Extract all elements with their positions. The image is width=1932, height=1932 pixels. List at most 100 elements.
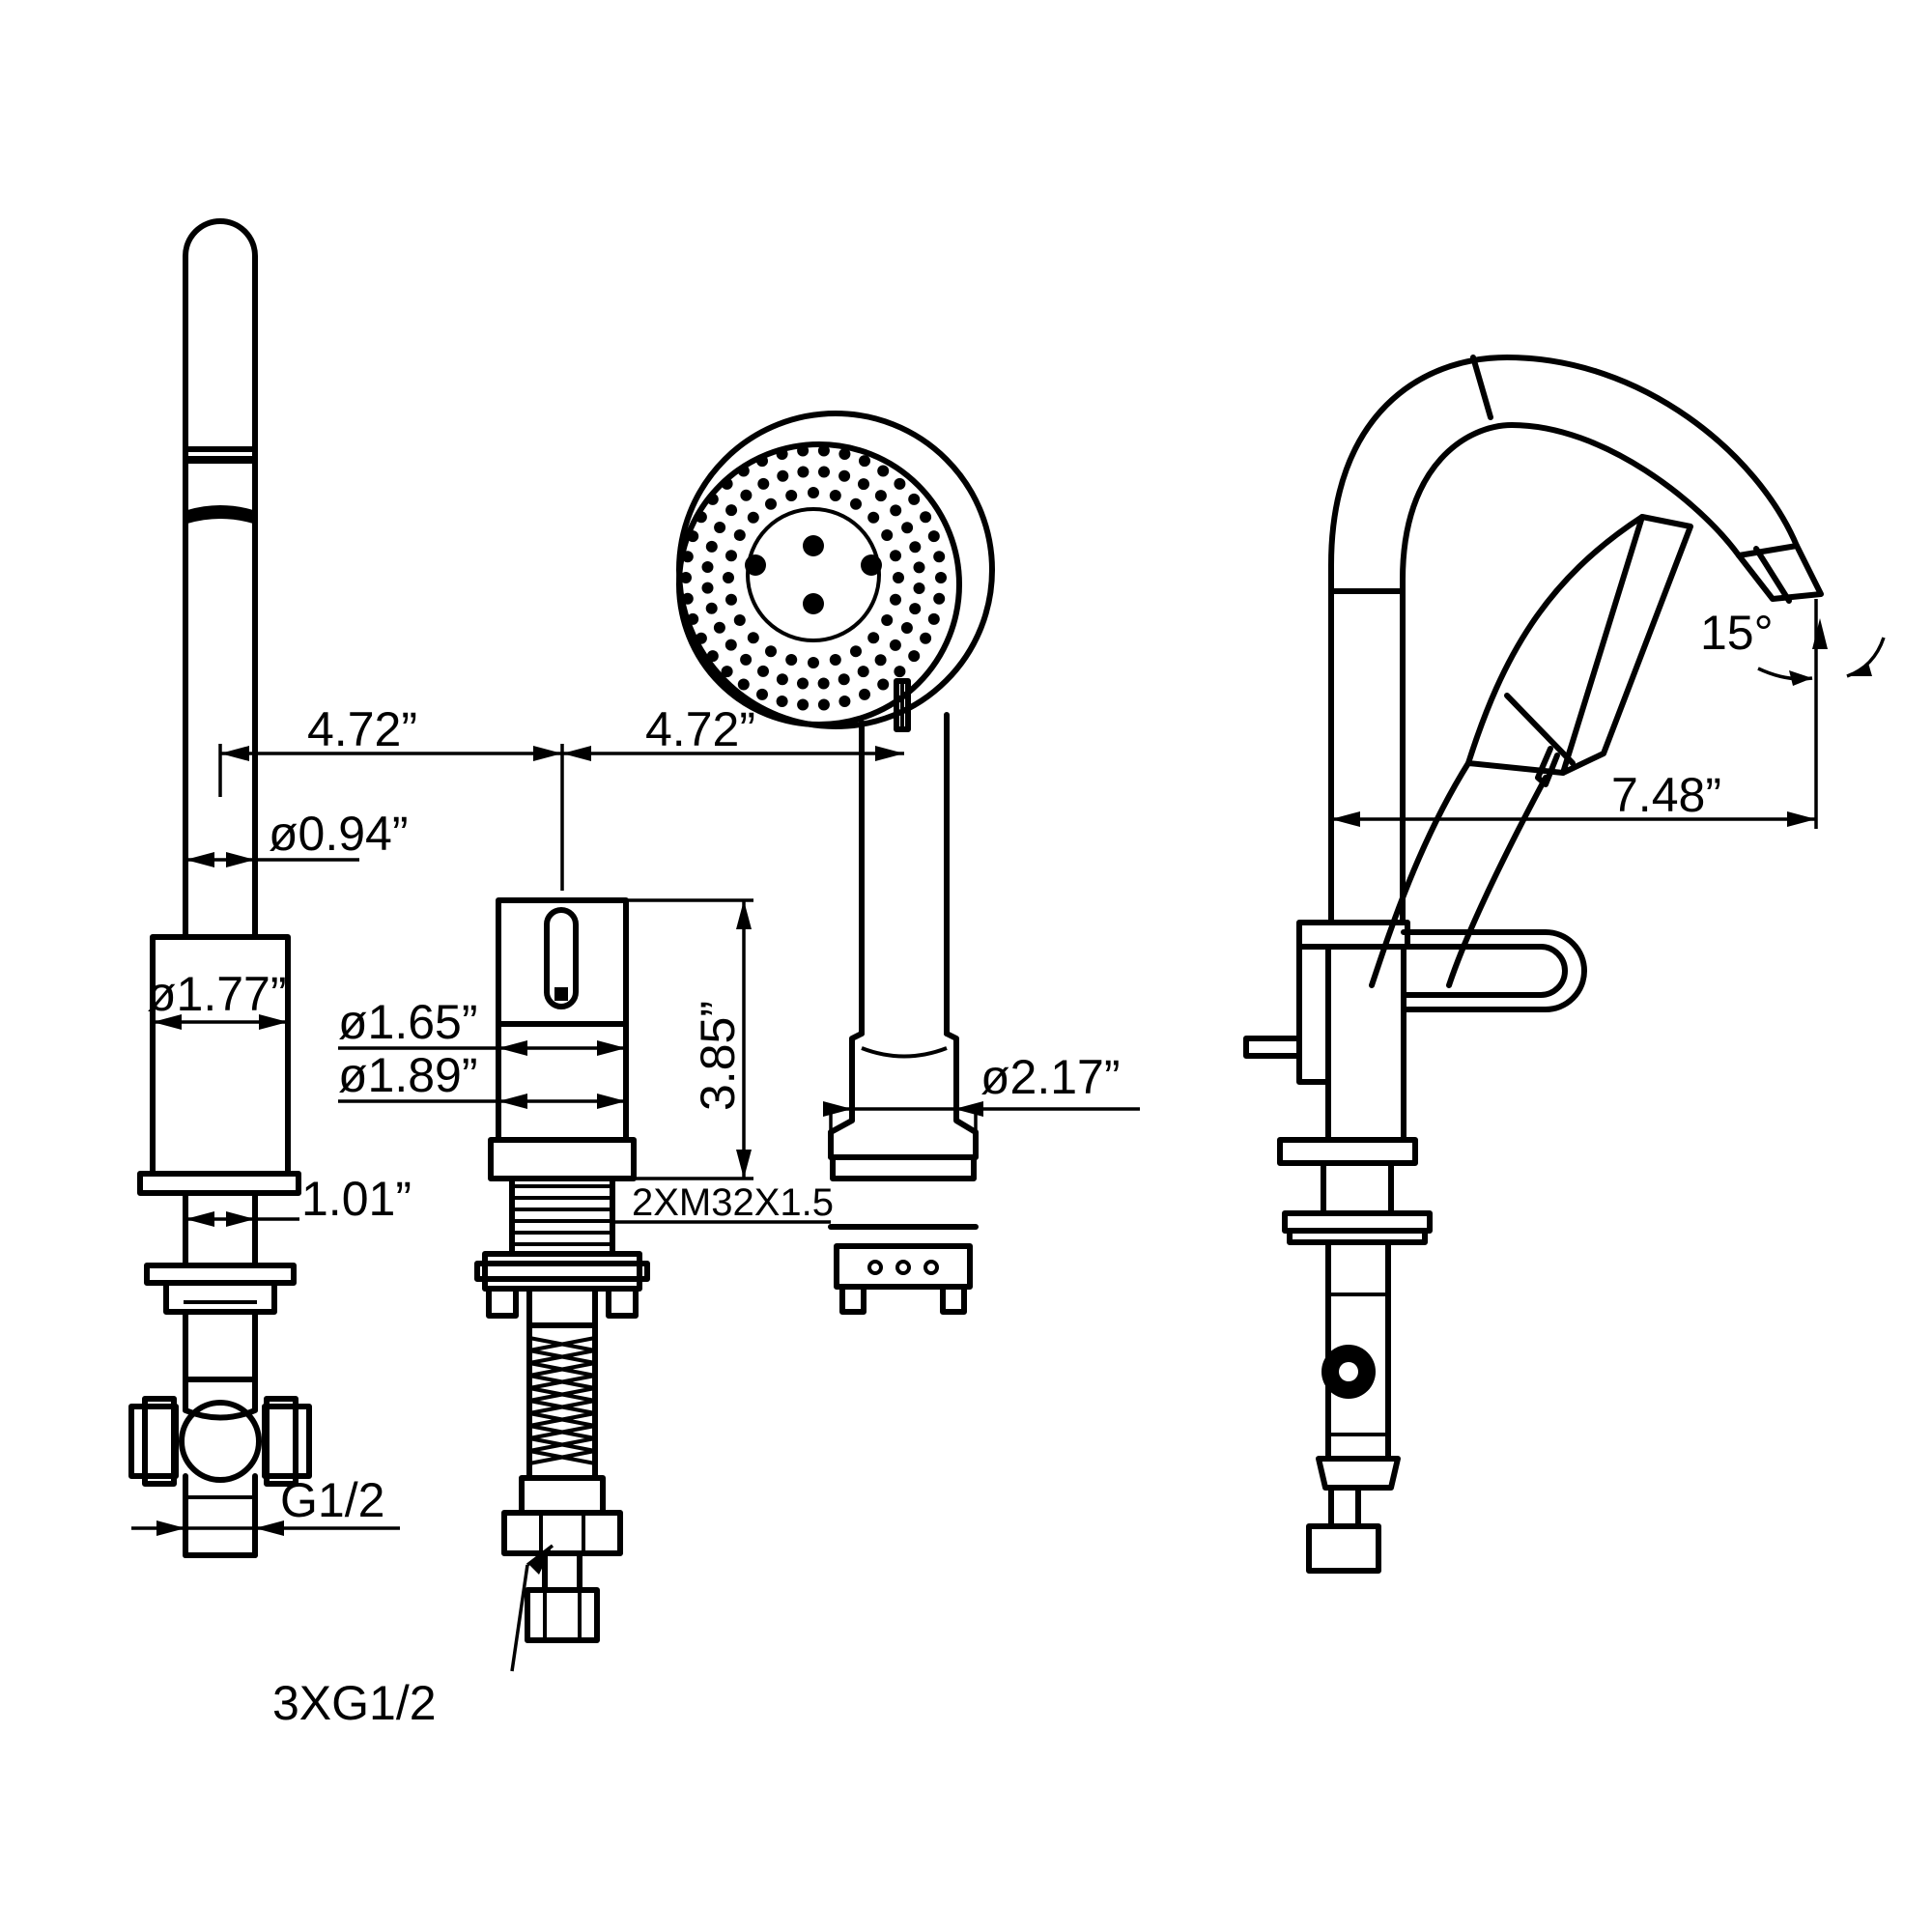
- spray-hole: [776, 448, 788, 460]
- spray-hole: [850, 497, 862, 510]
- spray-hole: [913, 561, 925, 574]
- spray-hole: [935, 572, 947, 583]
- spray-hole: [890, 593, 901, 606]
- spray-hole: [757, 665, 769, 677]
- spray-hole: [920, 511, 932, 524]
- spray-hole: [867, 511, 880, 524]
- label-thread-spec: 2XM32X1.5: [632, 1181, 834, 1224]
- spray-hole: [756, 455, 768, 468]
- spray-hole: [909, 541, 922, 554]
- spray-hole: [874, 490, 887, 502]
- spray-hole: [777, 469, 789, 482]
- label-holder-diameter: ø2.17”: [980, 1050, 1121, 1104]
- spray-hole: [714, 522, 726, 533]
- label-reach: 7.48”: [1611, 768, 1721, 822]
- spray-hole: [817, 698, 830, 711]
- spray-hole: [808, 657, 819, 668]
- spray-hole: [776, 696, 788, 707]
- spray-hole: [681, 592, 694, 605]
- spray-hole: [850, 645, 862, 658]
- spray-hole: [797, 444, 810, 457]
- label-tilt-angle: 15°: [1700, 606, 1774, 660]
- spray-hole: [740, 489, 753, 501]
- spray-hole: [797, 698, 810, 711]
- label-base-diameter-left: ø1.77”: [147, 967, 287, 1021]
- spray-hole: [900, 622, 913, 634]
- spray-hole: [908, 650, 921, 663]
- spray-hole: [705, 540, 718, 553]
- spray-hole: [859, 455, 870, 468]
- spray-hole: [701, 582, 714, 594]
- spray-hole: [785, 654, 798, 666]
- spray-hole: [687, 612, 699, 625]
- label-base-height-left: 1.01”: [301, 1172, 412, 1226]
- spray-hole: [713, 621, 725, 634]
- handle-valve-view: [474, 897, 650, 1643]
- spray-hole: [737, 465, 750, 477]
- spray-hole: [877, 678, 890, 691]
- spray-hole: [765, 645, 777, 658]
- spray-hole: [894, 666, 906, 678]
- spray-hole: [721, 666, 733, 678]
- spray-hole: [909, 603, 922, 615]
- spray-hole: [901, 522, 914, 534]
- spray-hole: [687, 530, 699, 543]
- spray-hole: [785, 490, 798, 501]
- spray-hole: [724, 639, 737, 651]
- spray-hole: [725, 593, 737, 606]
- spray-hole: [765, 497, 777, 510]
- label-handle-height: 3.85”: [691, 1001, 745, 1111]
- spray-hole: [913, 582, 925, 594]
- label-spout-diameter: ø0.94”: [269, 807, 409, 861]
- spray-hole: [933, 592, 946, 605]
- spray-hole: [737, 678, 750, 691]
- spray-hole: [721, 477, 733, 490]
- spray-hole: [797, 677, 809, 690]
- spray-hole: [725, 504, 738, 517]
- spray-hole: [838, 469, 851, 482]
- spray-hole: [747, 632, 759, 644]
- spray-hole: [908, 493, 921, 505]
- spray-hole: [680, 572, 692, 583]
- label-handle-diameter-1: ø1.65”: [338, 995, 478, 1049]
- spray-hole: [890, 504, 902, 517]
- spray-hole: [756, 688, 768, 700]
- dimension-lines: [131, 599, 1886, 1672]
- label-inlet-center: 3XG1/2: [272, 1676, 437, 1730]
- spray-hole: [927, 530, 940, 543]
- spray-hole: [747, 511, 759, 524]
- spray-hole: [927, 612, 940, 625]
- spray-hole: [733, 614, 746, 626]
- spray-hole: [858, 478, 869, 491]
- spray-hole: [838, 448, 851, 460]
- spray-hole: [889, 639, 901, 651]
- spray-hole: [681, 551, 694, 563]
- spray-hole: [797, 466, 810, 478]
- dimension-labels: 4.72” 4.72” ø0.94” ø1.77” 1.01” G1/2 ø1.…: [147, 606, 1774, 1730]
- spray-hole: [818, 466, 830, 478]
- spray-hole: [838, 696, 851, 707]
- spray-hole: [894, 477, 906, 490]
- spray-hole: [859, 688, 870, 700]
- spray-hole: [829, 654, 841, 666]
- spray-hole: [725, 550, 737, 562]
- spray-hole: [695, 632, 707, 644]
- spray-hole: [733, 529, 746, 541]
- label-spacing-left: 4.72”: [307, 702, 417, 756]
- spray-hole: [874, 654, 887, 667]
- spray-hole: [757, 477, 770, 490]
- label-handle-diameter-2: ø1.89”: [338, 1048, 478, 1102]
- spray-hole: [706, 650, 719, 663]
- spray-hole: [881, 614, 894, 626]
- spray-hole: [933, 551, 946, 563]
- spray-hole: [808, 487, 819, 498]
- faucet-side-view: [1243, 355, 1824, 1574]
- spray-hole: [723, 572, 734, 583]
- spray-hole: [817, 677, 830, 690]
- spray-hole: [920, 632, 932, 644]
- spray-hole: [695, 511, 707, 524]
- spray-hole: [890, 550, 901, 562]
- spray-hole: [867, 632, 880, 644]
- label-spacing-right: 4.72”: [645, 702, 755, 756]
- spray-hole: [776, 673, 788, 686]
